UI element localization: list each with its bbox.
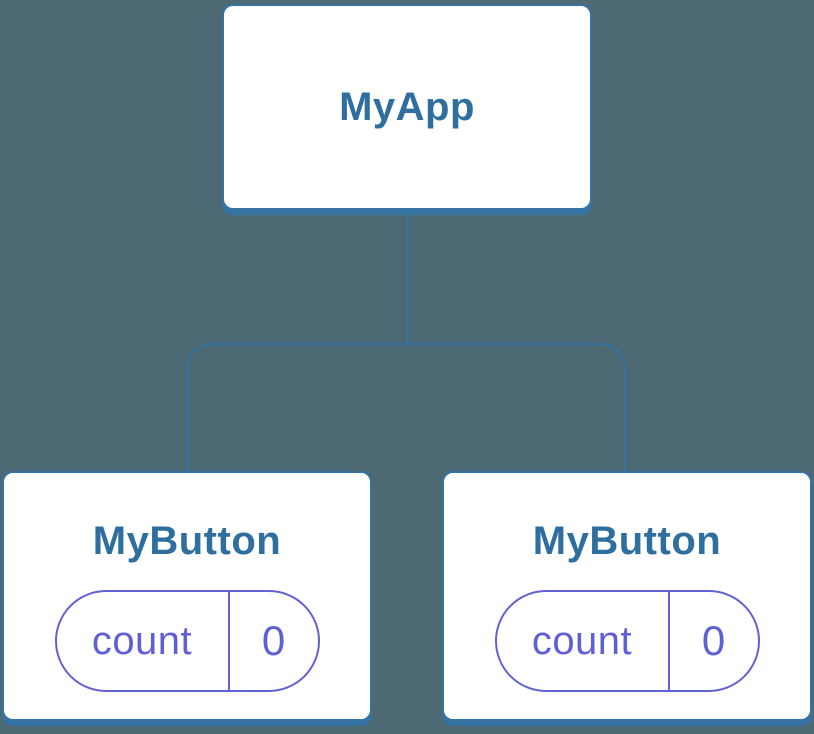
node-title: MyApp xyxy=(339,85,475,129)
state-label: count xyxy=(57,592,230,690)
connector-bracket xyxy=(186,343,626,471)
component-node-mybutton-1: MyButton count 0 xyxy=(2,471,372,721)
node-title: MyButton xyxy=(92,519,282,563)
component-node-mybutton-2: MyButton count 0 xyxy=(442,471,812,721)
connector-stem xyxy=(406,214,408,344)
state-pill: count 0 xyxy=(54,590,320,692)
state-label: count xyxy=(497,592,670,690)
component-node-myapp: MyApp xyxy=(222,4,592,210)
node-title: MyButton xyxy=(532,519,722,563)
state-value: 0 xyxy=(701,617,726,664)
state-pill: count 0 xyxy=(494,590,760,692)
state-value: 0 xyxy=(261,617,286,664)
